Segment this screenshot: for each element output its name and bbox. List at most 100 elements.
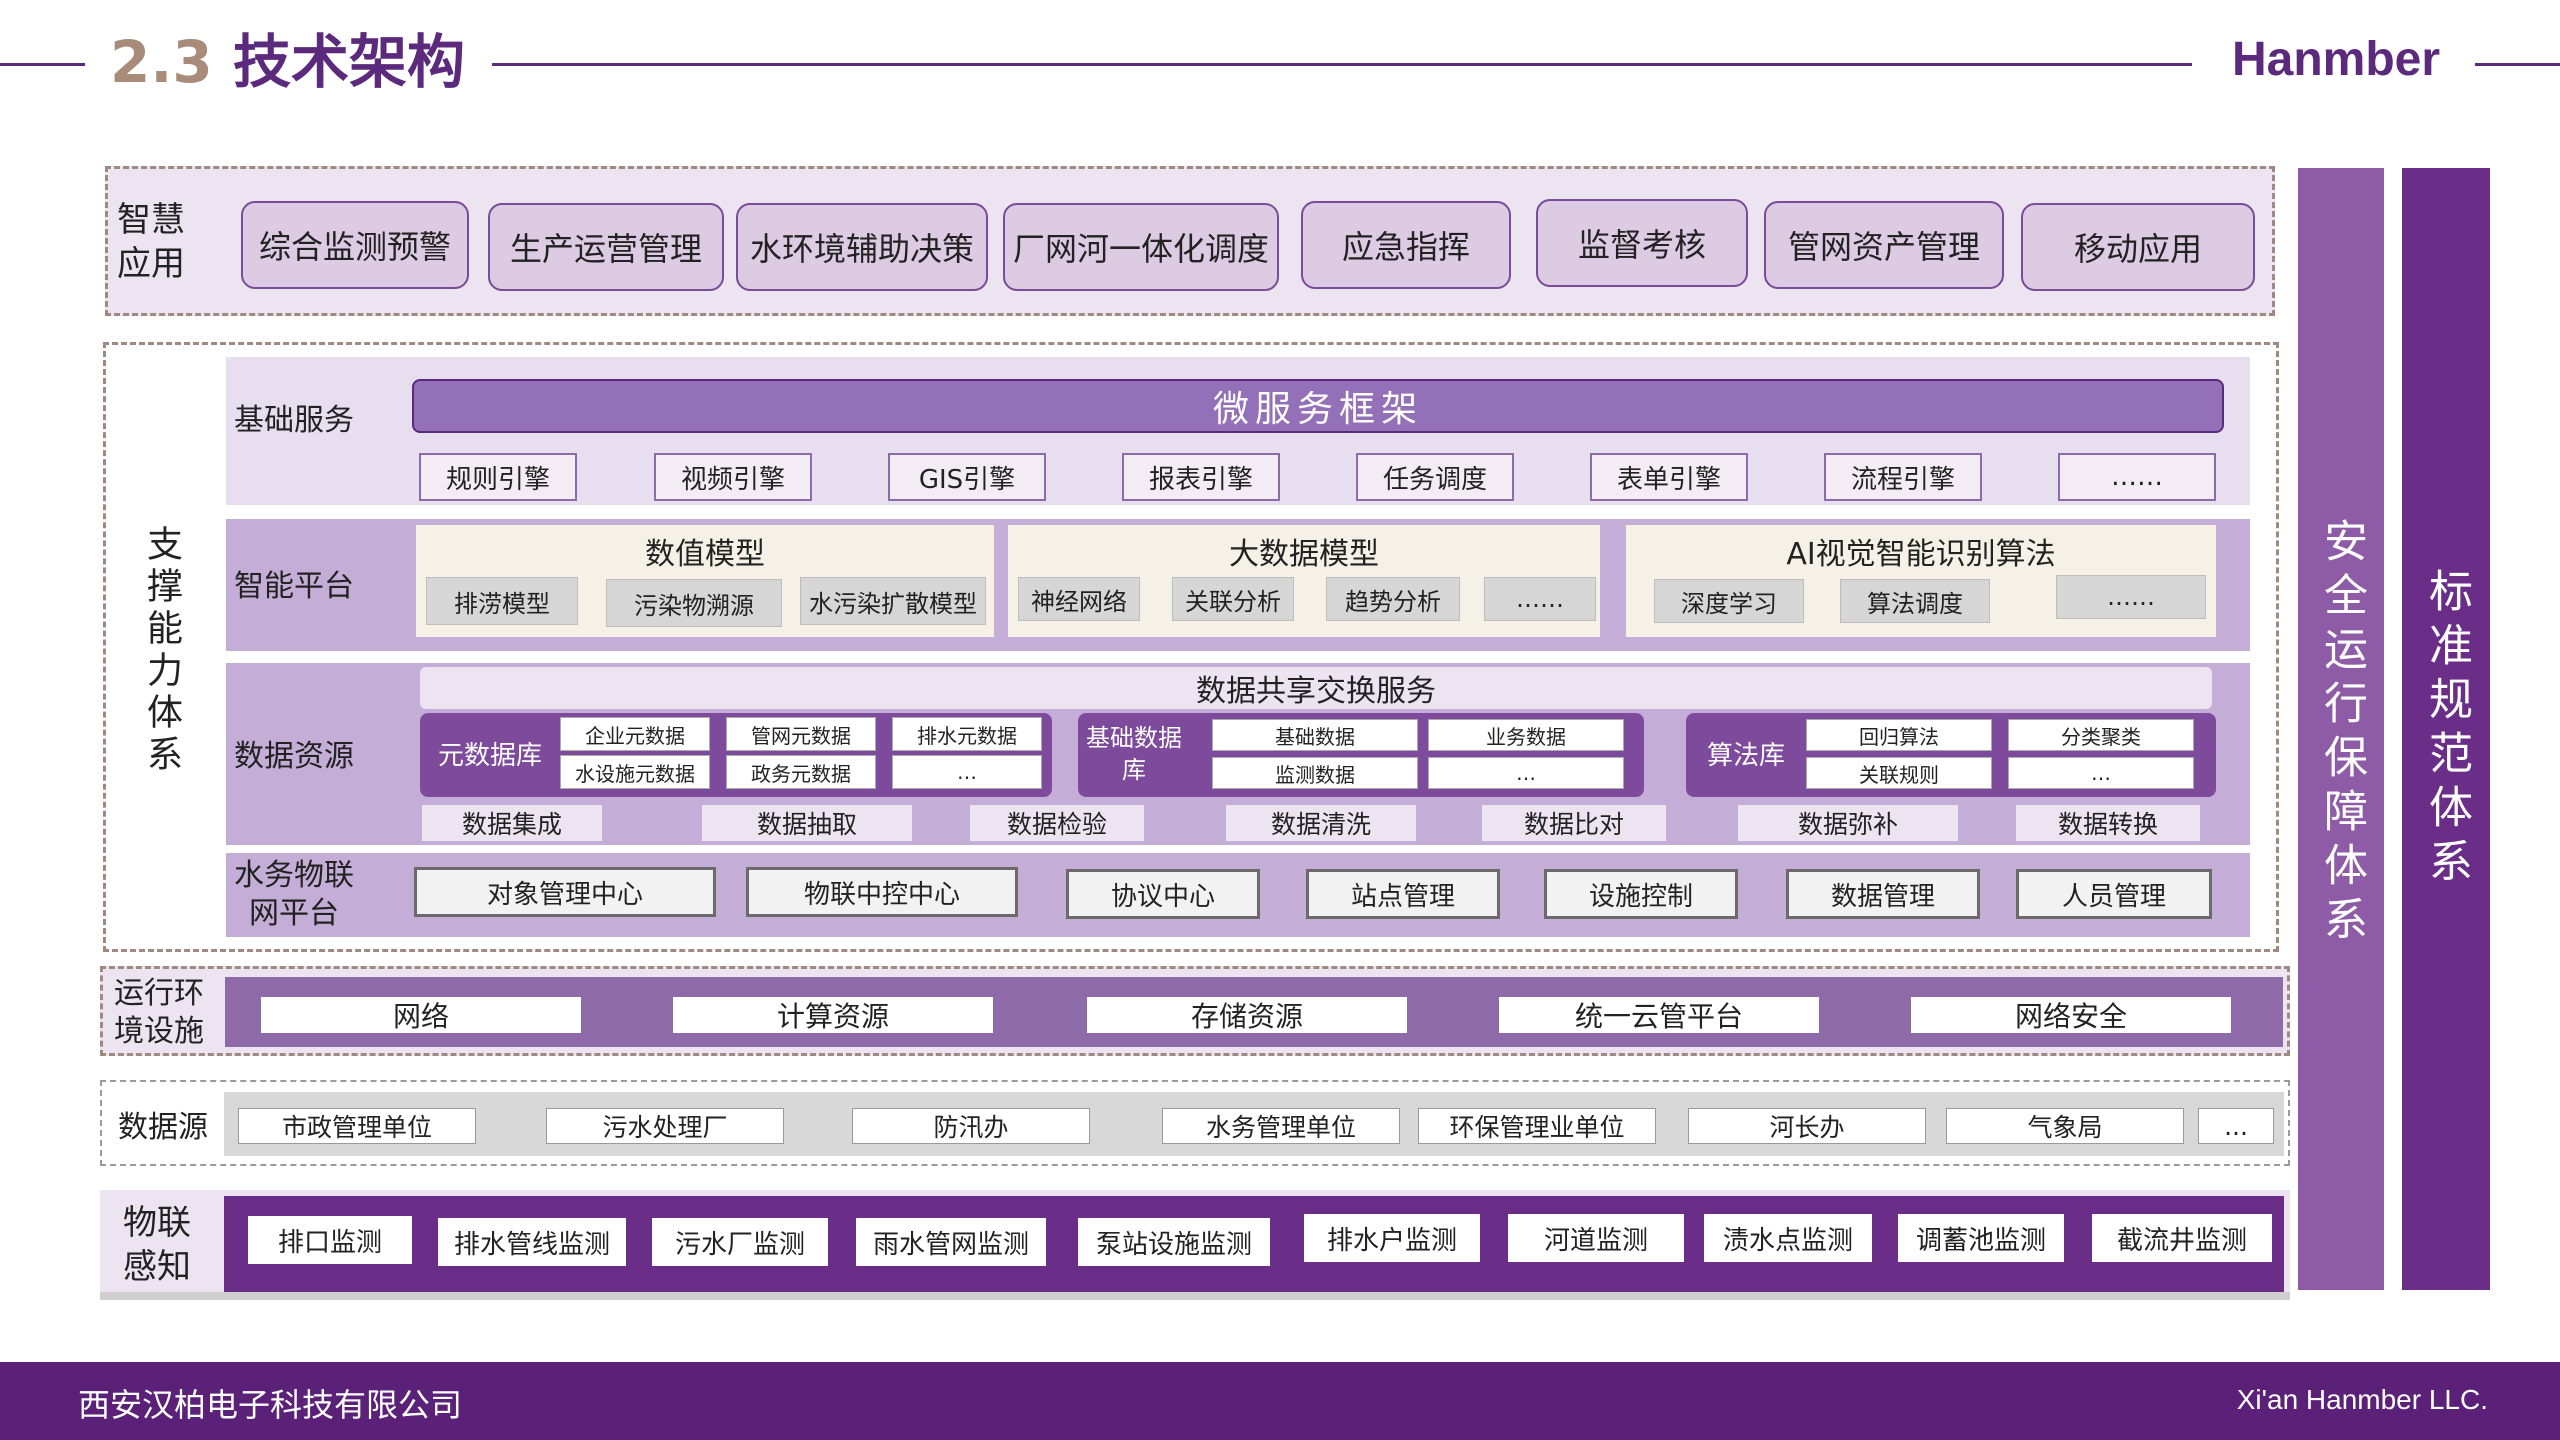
- bigdata-model-title: 大数据模型: [1229, 537, 1379, 572]
- engine-item: 任务调度: [1356, 453, 1514, 501]
- iot-item: 协议中心: [1066, 869, 1260, 919]
- iot-item: 设施控制: [1544, 869, 1738, 919]
- numeric-model-title: 数值模型: [645, 537, 765, 572]
- infra-item: 网络: [261, 997, 581, 1033]
- engine-item: 视频引擎: [654, 453, 812, 501]
- algo-item: …: [2008, 757, 2194, 789]
- intelligent-platform-layer: 智能平台 数值模型 排涝模型 污染物溯源 水污染扩散模型 大数据模型 神经网络 …: [226, 519, 2250, 651]
- header-rule-left: [0, 63, 85, 66]
- data-op-item: 数据集成: [422, 805, 602, 841]
- model-item: 污染物溯源: [606, 579, 782, 627]
- iot-item: 站点管理: [1306, 869, 1500, 919]
- security-system-label: 安全运行保障体系: [2316, 518, 2367, 950]
- iot-item: 数据管理: [1786, 869, 1980, 919]
- sensing-item: 排水管线监测: [438, 1218, 626, 1266]
- model-item: 算法调度: [1840, 579, 1990, 623]
- bigdata-model-box: 大数据模型 神经网络 关联分析 趋势分析 ……: [1008, 525, 1600, 637]
- infra-row: 运行环境设施 网络 计算资源 存储资源 统一云管平台 网络安全: [100, 966, 2290, 1056]
- data-op-item: 数据弥补: [1738, 805, 1958, 841]
- base-db-label: 基础数据库: [1086, 724, 1182, 784]
- metadata-item: 政务元数据: [726, 755, 876, 789]
- header-rule-middle: [492, 63, 2192, 66]
- source-item: 气象局: [1946, 1108, 2184, 1144]
- metadata-item: 水设施元数据: [560, 755, 710, 789]
- data-op-item: 数据抽取: [702, 805, 912, 841]
- algo-item: 分类聚类: [2008, 719, 2194, 751]
- iot-sensing-row: 物联感知 排口监测 排水管线监测 污水厂监测 雨水管网监测 泵站设施监测 排水户…: [100, 1190, 2290, 1300]
- standard-system-label: 标准规范体系: [2421, 568, 2472, 892]
- metadata-item: 企业元数据: [560, 717, 710, 751]
- support-system: 支撑能力体系 基础服务 微服务框架 规则引擎 视频引擎 GIS引擎 报表引擎 任…: [103, 342, 2279, 952]
- app-item: 厂网河一体化调度: [1003, 203, 1279, 291]
- source-item: ...: [2198, 1108, 2274, 1144]
- iot-item: 物联中控中心: [746, 867, 1018, 917]
- app-item: 生产运营管理: [488, 203, 724, 291]
- base-db-item: 业务数据: [1428, 719, 1624, 751]
- iot-item: 对象管理中心: [414, 867, 716, 917]
- model-item: 关联分析: [1172, 577, 1294, 621]
- sensing-item: 泵站设施监测: [1078, 1218, 1270, 1266]
- base-db-item: 基础数据: [1212, 719, 1418, 751]
- sensing-item: 河道监测: [1508, 1214, 1684, 1262]
- model-item: 排涝模型: [426, 577, 578, 625]
- security-system-bar: 安全运行保障体系: [2298, 168, 2384, 1290]
- sensing-item: 调蓄池监测: [1898, 1214, 2064, 1262]
- data-sources-row: 数据源 市政管理单位 污水处理厂 防汛办 水务管理单位 环保管理业单位 河长办 …: [100, 1080, 2290, 1166]
- data-op-item: 数据清洗: [1226, 805, 1416, 841]
- model-item: 神经网络: [1018, 577, 1140, 621]
- source-item: 水务管理单位: [1162, 1108, 1400, 1144]
- footer-company-cn: 西安汉柏电子科技有限公司: [78, 1386, 463, 1424]
- infra-item: 计算资源: [673, 997, 993, 1033]
- apps-label: 智慧应用: [117, 199, 185, 284]
- infra-item: 存储资源: [1087, 997, 1407, 1033]
- algo-db-label: 算法库: [1706, 740, 1785, 771]
- section-title: 技术架构: [232, 28, 465, 96]
- engine-item: 表单引擎: [1590, 453, 1748, 501]
- metadata-item: 管网元数据: [726, 717, 876, 751]
- engine-item: ……: [2058, 453, 2216, 501]
- infra-label: 运行环境设施: [114, 976, 204, 1049]
- app-item: 管网资产管理: [1764, 201, 2004, 289]
- engine-item: GIS引擎: [888, 453, 1046, 501]
- brand-logo: Hanmber: [2232, 33, 2441, 86]
- data-op-item: 数据转换: [2016, 805, 2200, 841]
- engine-item: 规则引擎: [419, 453, 577, 501]
- app-item: 移动应用: [2021, 203, 2255, 291]
- source-item: 市政管理单位: [238, 1108, 476, 1144]
- footer-bar: 西安汉柏电子科技有限公司 Xi'an Hanmber LLC.: [0, 1362, 2560, 1440]
- iot-platform-layer: 水务物联网平台 对象管理中心 物联中控中心 协议中心 站点管理 设施控制 数据管…: [226, 853, 2250, 937]
- data-exchange-bar: 数据共享交换服务: [420, 667, 2212, 709]
- sensing-item: 排口监测: [248, 1216, 412, 1264]
- header-rule-right: [2475, 63, 2560, 66]
- iot-sensing-label: 物联感知: [123, 1203, 191, 1287]
- infra-item: 统一云管平台: [1499, 997, 1819, 1033]
- app-item: 应急指挥: [1301, 201, 1511, 289]
- support-label: 支撑能力体系: [141, 525, 182, 777]
- sensing-item: 渍水点监测: [1704, 1214, 1872, 1262]
- data-resources-layer: 数据资源 数据共享交换服务 元数据库 企业元数据 管网元数据 排水元数据 水设施…: [226, 663, 2250, 845]
- data-resources-label: 数据资源: [234, 739, 354, 774]
- basic-services-layer: 基础服务 微服务框架 规则引擎 视频引擎 GIS引擎 报表引擎 任务调度 表单引…: [226, 357, 2250, 505]
- engine-item: 报表引擎: [1122, 453, 1280, 501]
- footer-company-en: Xi'an Hanmber LLC.: [2236, 1384, 2488, 1415]
- sensing-item: 雨水管网监测: [856, 1218, 1046, 1266]
- metadata-item: 排水元数据: [892, 717, 1042, 751]
- source-item: 河长办: [1688, 1108, 1926, 1144]
- vision-algo-box: AI视觉智能识别算法 深度学习 算法调度 ……: [1626, 525, 2216, 637]
- app-item: 监督考核: [1536, 199, 1748, 287]
- app-item: 水环境辅助决策: [736, 203, 988, 291]
- metadata-db: 元数据库 企业元数据 管网元数据 排水元数据 水设施元数据 政务元数据 …: [420, 713, 1052, 797]
- iot-item: 人员管理: [2016, 869, 2212, 919]
- numeric-model-box: 数值模型 排涝模型 污染物溯源 水污染扩散模型: [416, 525, 994, 637]
- microservice-framework-bar: 微服务框架: [412, 379, 2224, 433]
- source-item: 防汛办: [852, 1108, 1090, 1144]
- iot-platform-label: 水务物联网平台: [234, 858, 354, 931]
- basic-services-label: 基础服务: [234, 403, 354, 438]
- infra-item: 网络安全: [1911, 997, 2231, 1033]
- source-item: 环保管理业单位: [1418, 1108, 1656, 1144]
- algo-db: 算法库 回归算法 分类聚类 关联规则 …: [1686, 713, 2216, 797]
- algo-item: 关联规则: [1806, 757, 1992, 789]
- apps-row: 智慧应用 综合监测预警 生产运营管理 水环境辅助决策 厂网河一体化调度 应急指挥…: [105, 166, 2275, 316]
- page-title: 2.3 技术架构: [110, 22, 465, 102]
- sensing-item: 排水户监测: [1304, 1214, 1480, 1262]
